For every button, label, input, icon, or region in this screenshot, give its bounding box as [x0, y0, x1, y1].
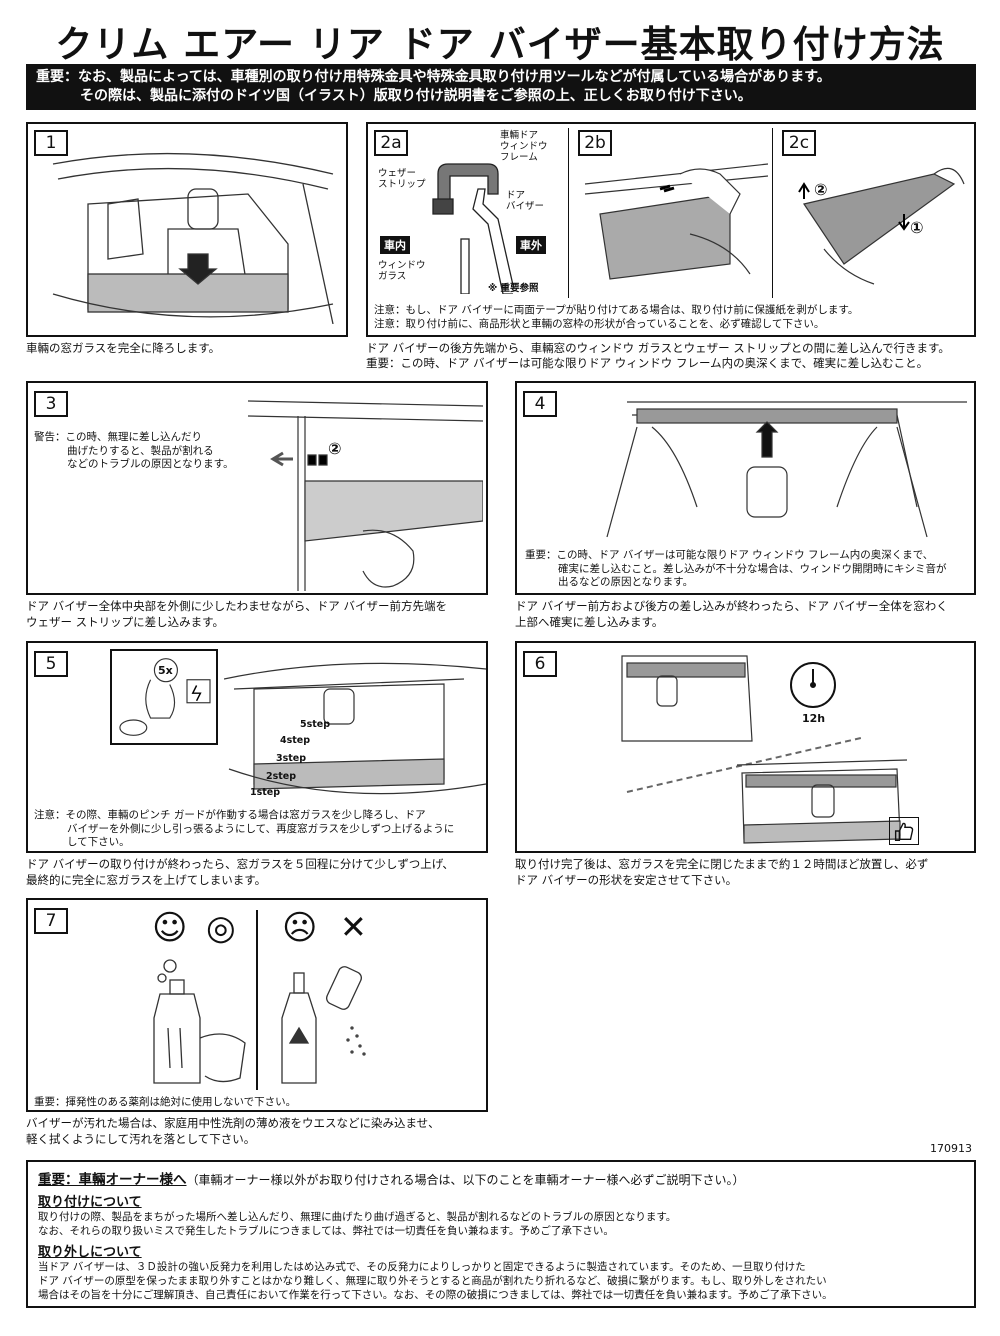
insert-rear-illustration — [580, 154, 768, 294]
label-window-glass: ウィンドウ ガラス — [378, 260, 426, 282]
cross-icon: ✕ — [340, 908, 367, 946]
step-5-caption: ドア バイザーの取り付けが終わったら、窓ガラスを５回程に分けて少しずつ上げ、 最… — [26, 857, 454, 887]
remove-section-title: 取り外しについて — [38, 1245, 142, 1260]
notice-line-1: 重要：なお、製品によっては、車種別の取り付け用特殊金具や特殊金具取り付け用ツール… — [36, 69, 831, 85]
step-3-caption: ドア バイザー全体中央部を外側に少したわませながら、ドア バイザー前方先端を ウ… — [26, 599, 447, 629]
step-1-caption: 車輛の窓ガラスを完全に降ろします。 — [26, 341, 221, 355]
step-7-note: 重要：揮発性のある薬剤は絶対に使用しないで下さい。 — [34, 1096, 297, 1108]
window-rising-illustration — [224, 649, 486, 799]
visor-cross-section-diagram — [423, 154, 513, 294]
clock-icon — [787, 659, 839, 711]
step-3-warning: 警告：この時、無理に差し込んだり 曲げたりすると、製品が割れる などのトラブルの… — [34, 431, 234, 470]
step-1-panel: 1 — [26, 122, 348, 337]
finished-car-illustration — [732, 755, 912, 849]
step-3-panel: 3 警告：この時、無理に差し込んだり 曲げたりすると、製品が割れる などのトラブ… — [26, 381, 488, 595]
step-7-panel: 7 ☺ ◎ ☹ ✕ 重要：揮発性のある薬剤は絶対に使用しないで下さい。 — [26, 898, 488, 1112]
step-5-note: 注意：その際、車輛のピンチ ガードが作動する場合は窓ガラスを少し降ろし、ドア バ… — [34, 809, 455, 848]
thumbs-up-icon — [889, 817, 919, 845]
remove-section-text: 当ドア バイザーは、３Ｄ設計の強い反発力を利用したはめ込み式で、その反発力により… — [38, 1261, 833, 1301]
step-4-note: 重要：この時、ドア バイザーは可能な限りドア ウィンドウ フレーム内の奥深くまで… — [525, 549, 947, 588]
label-weather-strip: ウェザー ストリップ — [378, 168, 426, 190]
closed-window-illustration — [617, 651, 757, 743]
insert-front-illustration — [784, 154, 972, 294]
insert-front-edge-illustration — [243, 391, 483, 591]
step-number: 7 — [34, 908, 68, 934]
mark-one: ① — [910, 218, 924, 237]
step-2-caption-1: ドア バイザーの後方先端から、車輛窓のウィンドウ ガラスとウェザー ストリップと… — [366, 341, 950, 355]
step-number: 1 — [34, 130, 68, 156]
press-switch-inset — [110, 649, 218, 745]
mark-two: ② — [814, 180, 828, 199]
step-number: 3 — [34, 391, 68, 417]
car-interior-illustration — [48, 144, 338, 324]
label-door-visor: ドア バイザー — [506, 190, 545, 212]
notice-line-2: その際は、製品に添付のドイツ国（イラスト）版取り付け説明書をご参照の上、正しくお… — [80, 88, 752, 104]
detergent-bottle-illustration — [140, 958, 252, 1088]
badge-5x: 5x — [158, 664, 173, 677]
step-number: 5 — [34, 651, 68, 677]
press-visor-up-illustration — [597, 387, 967, 547]
step-label-4: 4step — [280, 735, 311, 746]
step-4-panel: 4 重要：この時、ドア バイザーは可能な限りドア ウィンドウ フレーム内の奥深く… — [515, 381, 976, 595]
important-reference: ※ 重要参照 — [488, 283, 539, 294]
solvent-bottle-illustration — [272, 958, 384, 1088]
step-label-1: 1step — [250, 787, 281, 798]
step-label-3: 3step — [276, 753, 307, 764]
step-7-caption: バイザーが汚れた場合は、家庭用中性洗剤の薄め液をウエスなどに染み込ませ、 軽く拭… — [26, 1116, 440, 1146]
install-section-text: 取り付けの際、製品をまちがった場所へ差し込んだり、無理に曲げたり曲げ過ぎると、製… — [38, 1211, 677, 1237]
double-circle-icon: ◎ — [206, 908, 236, 948]
step-6-caption: 取り付け完了後は、窓ガラスを完全に閉じたままで約１２時間ほど放置し、必ず ドア … — [515, 857, 929, 887]
owner-notice-box: 重要：車輛オーナー様へ（車輛オーナー様以外がお取り付けされる場合は、以下のことを… — [26, 1160, 976, 1308]
step-2-caption-2: 重要：この時、ドア バイザーは可能な限りドア ウィンドウ フレーム内の奥深くまで… — [366, 356, 929, 370]
important-notice-banner: 重要：なお、製品によっては、車種別の取り付け用特殊金具や特殊金具取り付け用ツール… — [26, 64, 976, 110]
mark-two: ② — [328, 439, 342, 458]
clock-label: 12h — [802, 712, 826, 725]
step-4-caption: ドア バイザー前方および後方の差し込みが終わったら、ドア バイザー全体を窓わく … — [515, 599, 948, 629]
label-outside: 車外 — [516, 236, 546, 254]
owner-notice-heading: 重要：車輛オーナー様へ（車輛オーナー様以外がお取り付けされる場合は、以下のことを… — [38, 1172, 745, 1188]
label-inside: 車内 — [380, 236, 410, 254]
step-2-note-1: 注意：もし、ドア バイザーに両面テープが貼り付けてある場合は、取り付け前に保護紙… — [374, 304, 859, 316]
step-2-panel: 2a 2b 2c 車輛ドア ウィンドウ フレーム ウェザー ストリップ ドア バ… — [366, 122, 976, 337]
smile-icon: ☺ — [152, 908, 188, 948]
step-number: 6 — [523, 651, 557, 677]
step-5-panel: 5 5x 5step 4step 3step 2step 1step 注意：その… — [26, 641, 488, 853]
step-number-2c: 2c — [782, 130, 816, 156]
frown-icon: ☹ — [282, 908, 318, 948]
step-number-2a: 2a — [374, 130, 408, 156]
step-6-panel: 6 12h — [515, 641, 976, 853]
step-number: 4 — [523, 391, 557, 417]
step-number-2b: 2b — [578, 130, 612, 156]
step-2-note-2: 注意：取り付け前に、商品形状と車輛の窓枠の形状が合っていることを、必ず確認して下… — [374, 318, 825, 330]
step-label-5: 5step — [300, 719, 331, 730]
page-title: クリム エアー リア ドア バイザー基本取り付け方法 — [55, 23, 945, 66]
document-code: 170913 — [930, 1142, 972, 1155]
install-section-title: 取り付けについて — [38, 1195, 142, 1210]
label-frame: 車輛ドア ウィンドウ フレーム — [500, 130, 548, 163]
step-label-2: 2step — [266, 771, 297, 782]
